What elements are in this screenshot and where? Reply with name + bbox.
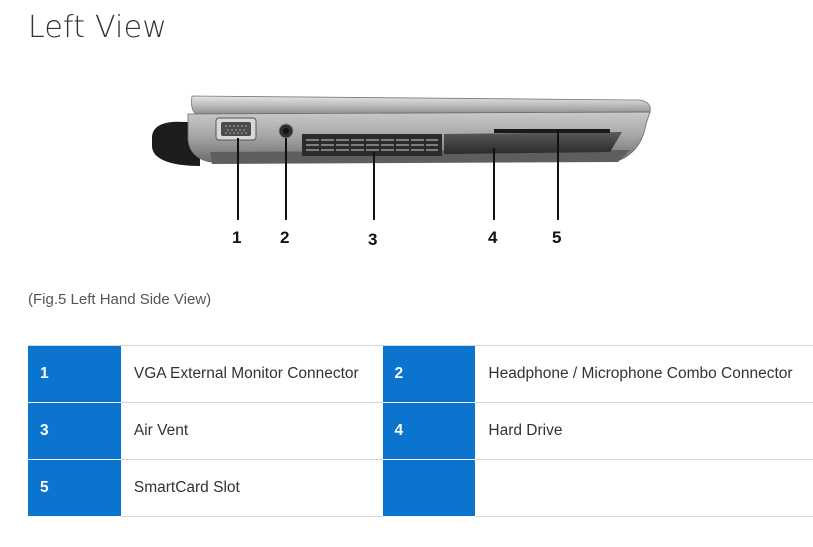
vga-port-inner [221, 122, 251, 136]
component-table: 1 VGA External Monitor Connector 2 Headp… [28, 345, 813, 517]
table-row: 1 VGA External Monitor Connector 2 Headp… [28, 345, 813, 403]
component-label: Air Vent [120, 402, 383, 460]
table-row: 5 SmartCard Slot [28, 459, 813, 517]
component-label: Hard Drive [475, 402, 813, 460]
figure-caption: (Fig.5 Left Hand Side View) [28, 291, 212, 308]
component-number: 2 [382, 345, 476, 403]
callout-number: 3 [368, 230, 378, 249]
component-number: 3 [28, 402, 121, 460]
component-label: SmartCard Slot [120, 459, 383, 517]
callout-number: 2 [280, 228, 290, 247]
table-row: 3 Air Vent 4 Hard Drive [28, 402, 813, 460]
component-number: 1 [28, 345, 121, 403]
hard-drive-cover [444, 132, 622, 154]
component-number: 4 [382, 402, 476, 460]
component-number [382, 459, 476, 517]
audio-jack-hole [283, 128, 289, 134]
smartcard-slot [494, 129, 610, 133]
component-label: VGA External Monitor Connector [120, 345, 383, 403]
component-label [475, 459, 813, 517]
component-label: Headphone / Microphone Combo Connector [475, 345, 813, 403]
laptop-left-side-figure: 1 2 3 4 5 [0, 80, 813, 260]
laptop-lid [191, 95, 651, 115]
callout-number: 4 [488, 228, 498, 247]
laptop-illustration [152, 95, 651, 220]
component-number: 5 [28, 459, 121, 517]
callout-number: 5 [552, 228, 562, 247]
page-title: Left View [28, 10, 167, 45]
callout-number: 1 [232, 228, 242, 247]
